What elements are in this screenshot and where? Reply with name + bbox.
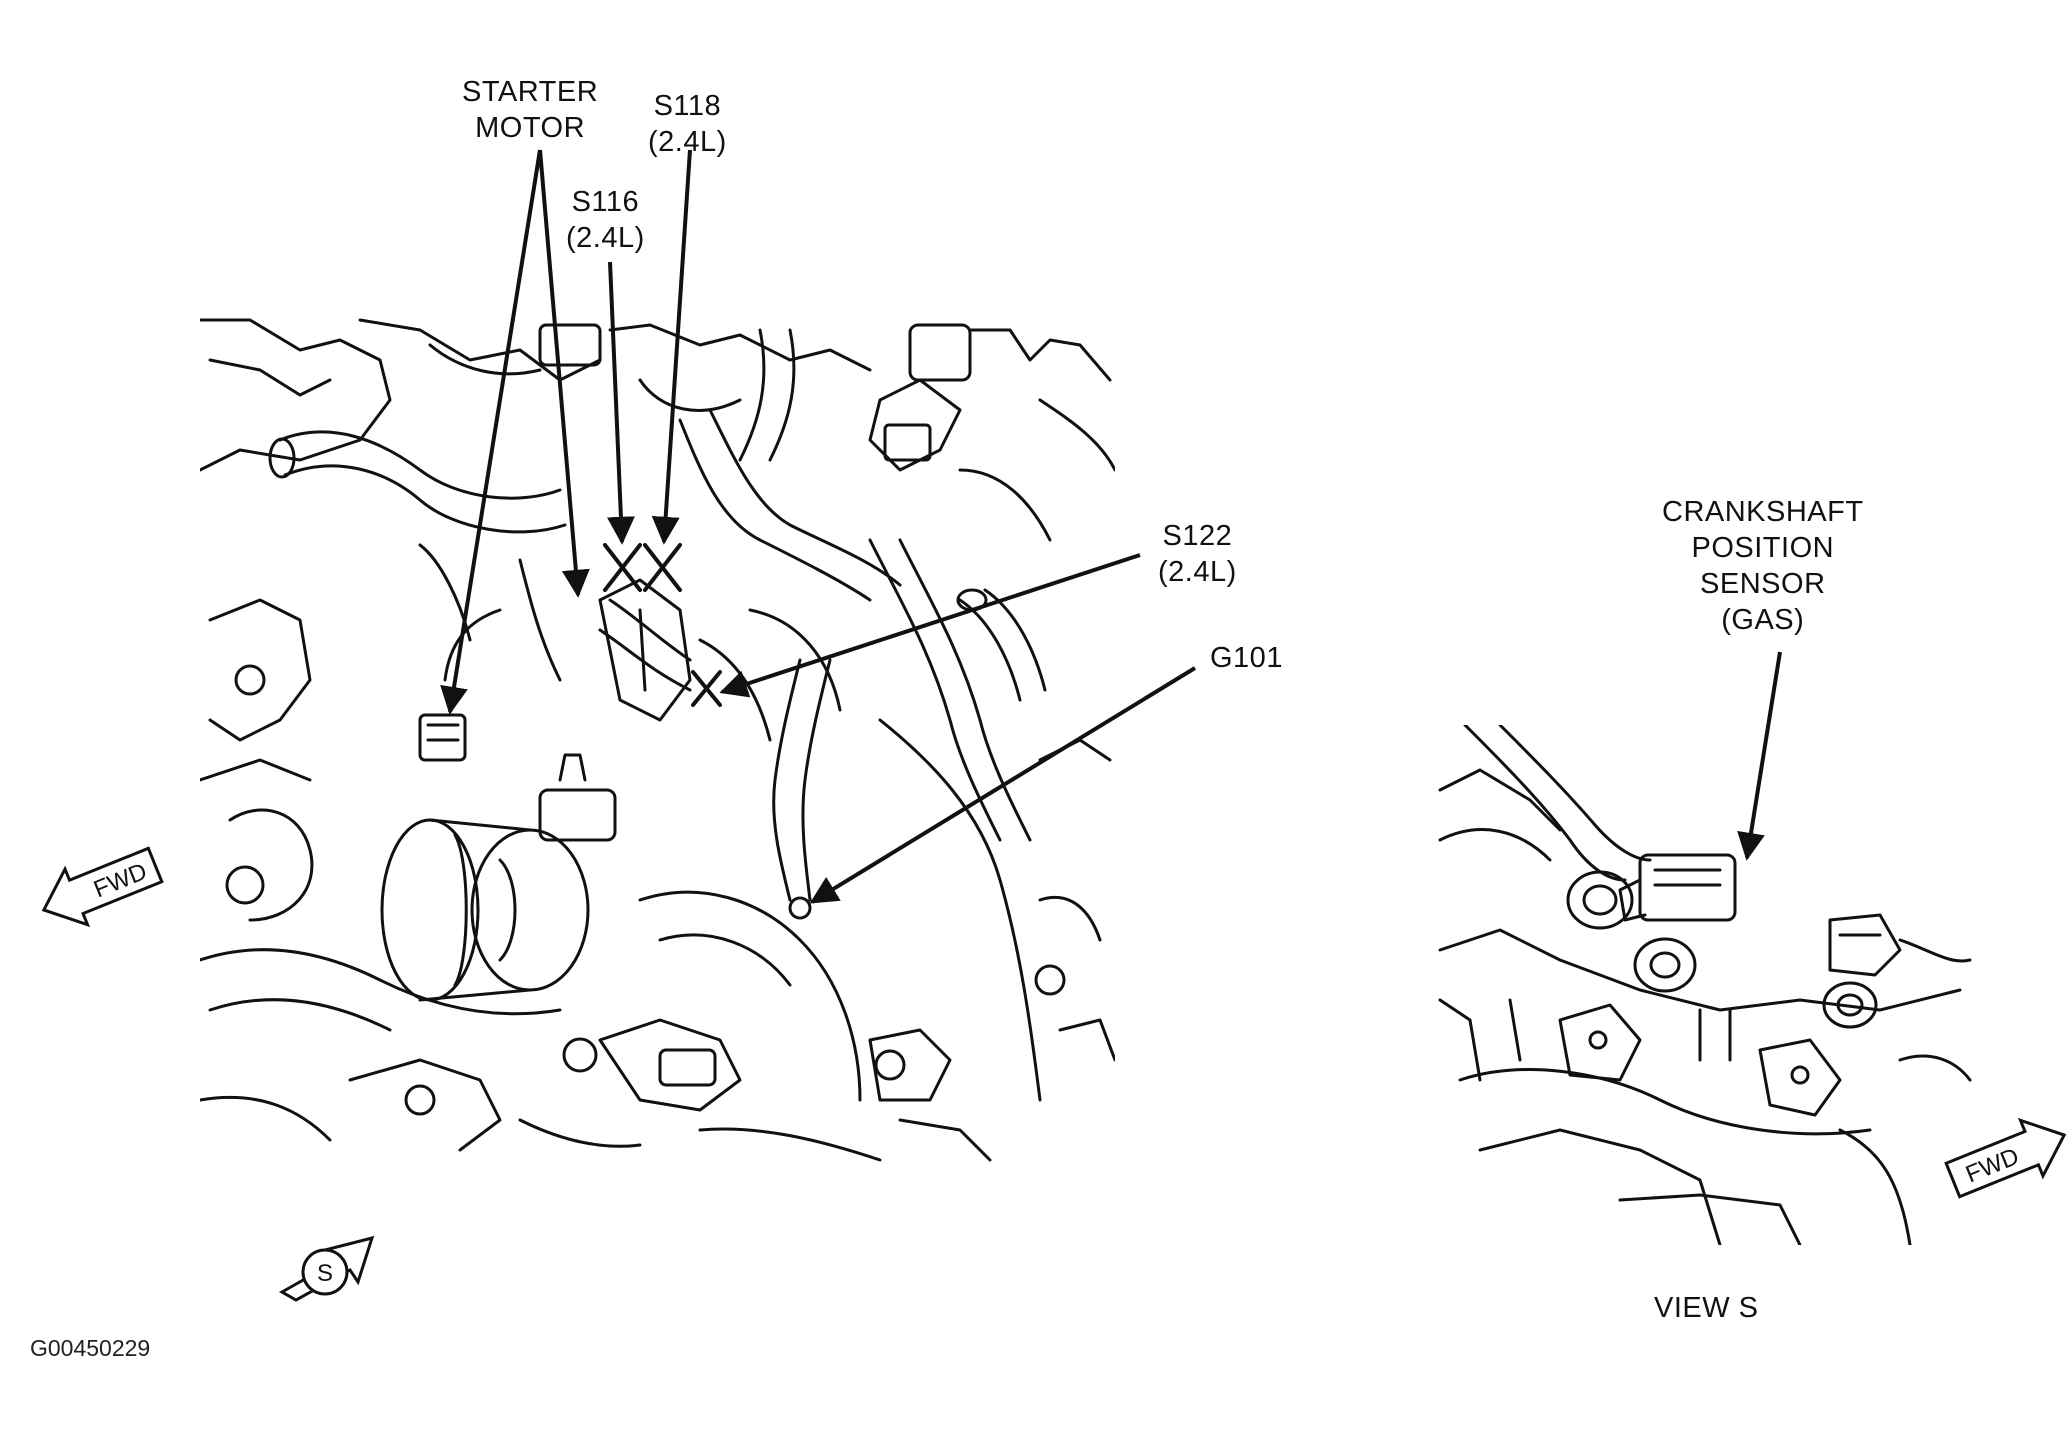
g101-leader xyxy=(809,666,1197,904)
figure-id: G00450229 xyxy=(30,1335,151,1361)
main-engine-drawing xyxy=(200,318,1115,1162)
s118-leader xyxy=(651,149,692,545)
starter-motor-leader-1 xyxy=(440,149,542,715)
crankshaft-sensor-label: CRANKSHAFT POSITION SENSOR (GAS) xyxy=(1662,496,1864,636)
view-s-title: VIEW S xyxy=(1654,1292,1759,1324)
s116-leader xyxy=(606,261,635,545)
s116-label: S116 (2.4L) xyxy=(566,186,645,254)
leader-lines xyxy=(440,149,1782,904)
fwd-arrow-left: FWD xyxy=(41,846,164,928)
s118-label: S118 (2.4L) xyxy=(648,90,727,158)
view-s-marker-label: S xyxy=(317,1260,333,1287)
fwd-arrow-right: FWD xyxy=(1944,1117,2067,1199)
starter-motor-leader-2 xyxy=(538,149,590,598)
s122-leader xyxy=(719,553,1141,698)
g101-label: G101 xyxy=(1210,642,1283,674)
s122-label: S122 (2.4L) xyxy=(1158,520,1237,588)
starter-motor-label: STARTER MOTOR xyxy=(462,76,599,144)
view-s-marker: S xyxy=(278,1235,375,1302)
view-s-drawing xyxy=(1438,725,1972,1245)
crankshaft-leader xyxy=(1737,651,1782,861)
